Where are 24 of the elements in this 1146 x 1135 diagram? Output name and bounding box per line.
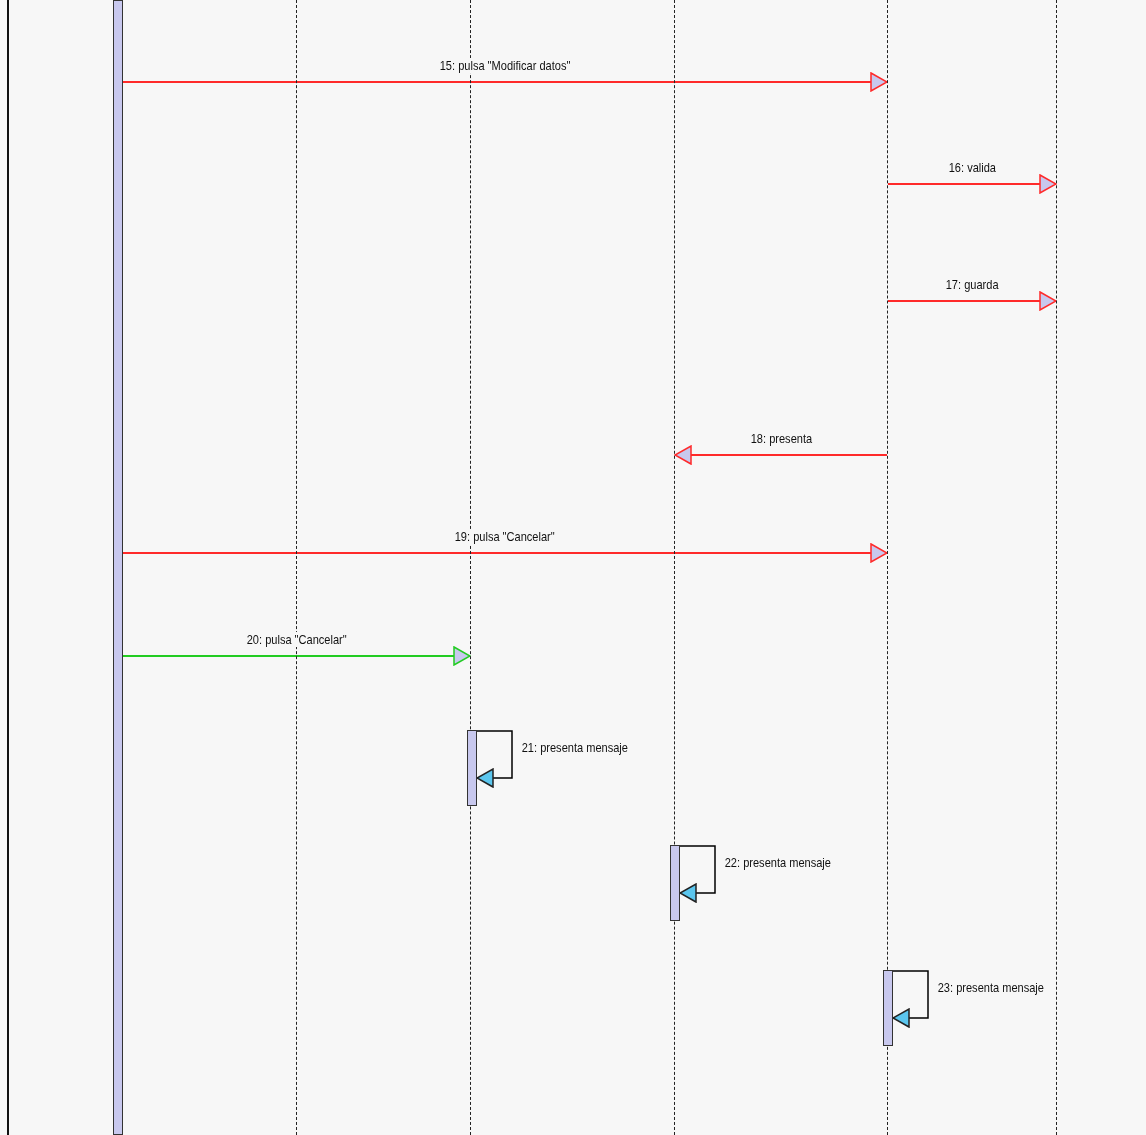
activation-bar xyxy=(113,0,123,1135)
activation-bar xyxy=(467,730,477,806)
message-label: 19: pulsa "Cancelar" xyxy=(453,529,557,544)
message-label: 20: pulsa "Cancelar" xyxy=(244,632,349,647)
lifeline xyxy=(296,0,297,1135)
message-label: 15: pulsa "Modificar datos" xyxy=(437,58,573,73)
message-label: 21: presenta mensaje xyxy=(520,740,630,755)
message-label: 16: valida xyxy=(946,160,998,175)
message-label: 18: presenta xyxy=(748,431,814,446)
self-message-arrow xyxy=(476,730,513,788)
activation-bar xyxy=(670,845,680,921)
message-arrow xyxy=(122,72,888,92)
lifeline xyxy=(1056,0,1057,1135)
message-arrow xyxy=(887,174,1057,194)
message-arrow xyxy=(122,543,888,563)
message-label: 17: guarda xyxy=(943,277,1001,292)
message-label: 23: presenta mensaje xyxy=(936,980,1046,995)
message-label: 22: presenta mensaje xyxy=(723,855,833,870)
self-message-arrow xyxy=(679,845,716,903)
activation-bar xyxy=(883,970,893,1046)
self-message-arrow xyxy=(892,970,929,1028)
message-arrow xyxy=(674,445,888,465)
message-arrow xyxy=(887,291,1057,311)
message-arrow xyxy=(122,646,471,666)
